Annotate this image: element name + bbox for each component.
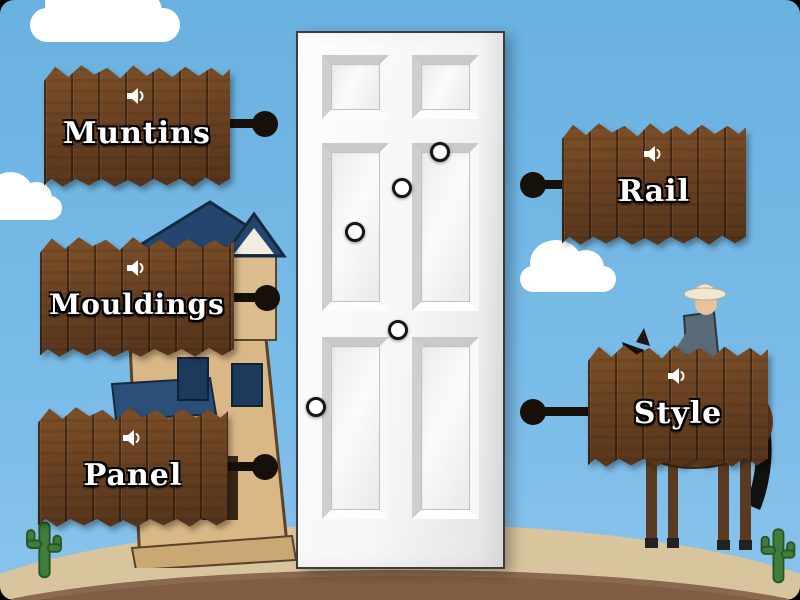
door-target-dot[interactable] <box>345 222 365 242</box>
connector-line <box>222 293 262 302</box>
speaker-icon[interactable] <box>667 366 689 386</box>
cloud-icon <box>30 0 180 42</box>
cloud-icon <box>0 172 62 220</box>
label-text: Panel <box>83 458 183 493</box>
door-panel <box>322 55 389 119</box>
wood-plank-background <box>44 65 230 187</box>
connector-dot <box>252 111 278 137</box>
door-target-dot[interactable] <box>306 397 326 417</box>
connector-dot <box>252 454 278 480</box>
label-sign-mouldings[interactable]: Mouldings <box>40 232 234 362</box>
label-text: Rail <box>618 174 690 209</box>
door-panel <box>412 55 479 119</box>
label-sign-rail[interactable]: Rail <box>562 118 746 250</box>
speaker-icon[interactable] <box>126 86 148 106</box>
connector-line <box>540 180 580 189</box>
door-target-dot[interactable] <box>388 320 408 340</box>
door-panel <box>322 337 389 519</box>
door-target-dot[interactable] <box>392 178 412 198</box>
wood-plank-background <box>38 407 228 527</box>
wood-plank-background <box>40 237 234 357</box>
speaker-icon[interactable] <box>122 428 144 448</box>
door-panel <box>322 143 389 311</box>
door-target-dot[interactable] <box>430 142 450 162</box>
door-panel <box>412 143 479 311</box>
wood-plank-background <box>588 345 768 467</box>
speaker-icon[interactable] <box>643 144 665 164</box>
label-sign-style[interactable]: Style <box>588 340 768 472</box>
label-sign-panel[interactable]: Panel <box>38 402 228 532</box>
door-image <box>296 31 505 569</box>
connector-dot <box>520 399 546 425</box>
door-panel <box>412 337 479 519</box>
label-text: Muntins <box>63 116 211 151</box>
connector-line <box>216 462 260 471</box>
connector-dot <box>520 172 546 198</box>
wood-plank-background <box>562 123 746 245</box>
cactus-illustration <box>760 528 796 584</box>
connector-line <box>218 119 262 128</box>
cloud-icon <box>520 240 616 292</box>
cactus-illustration <box>26 521 62 579</box>
speaker-icon[interactable] <box>126 258 148 278</box>
connector-line <box>540 407 596 416</box>
connector-dot <box>254 285 280 311</box>
label-text: Style <box>633 396 723 431</box>
label-sign-muntins[interactable]: Muntins <box>44 60 230 192</box>
label-text: Mouldings <box>49 288 225 321</box>
